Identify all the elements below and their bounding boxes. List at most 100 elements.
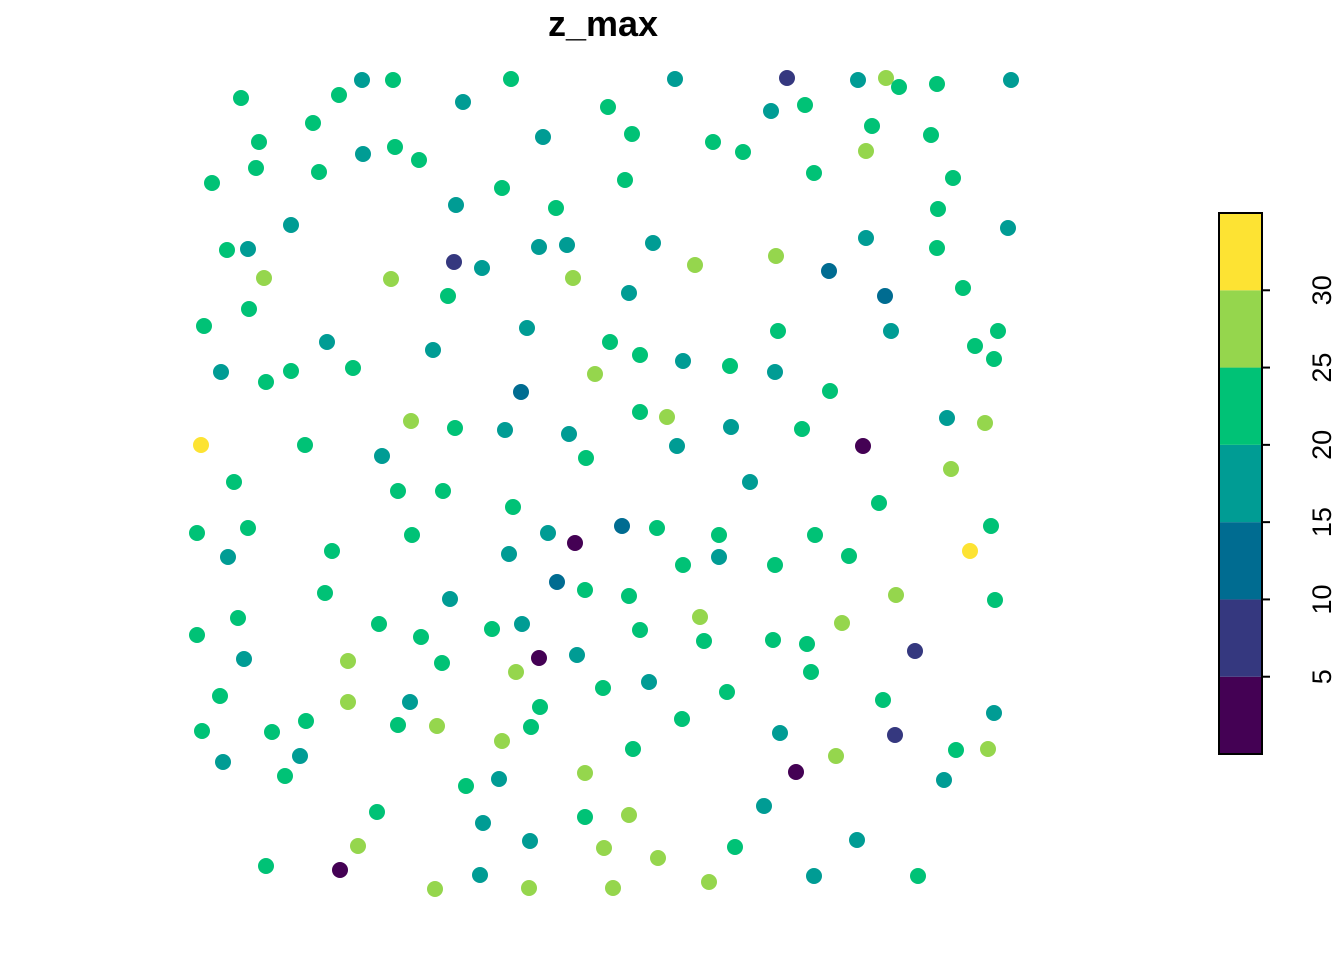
- data-point: [595, 680, 611, 696]
- data-point: [233, 90, 249, 106]
- data-point: [340, 653, 356, 669]
- data-point: [687, 257, 703, 273]
- data-point: [213, 364, 229, 380]
- data-point: [722, 358, 738, 374]
- data-point: [413, 629, 429, 645]
- data-point: [369, 804, 385, 820]
- legend-tick-label: 20: [1307, 430, 1337, 460]
- data-point: [204, 175, 220, 191]
- data-point: [858, 143, 874, 159]
- data-point: [387, 139, 403, 155]
- data-point: [298, 713, 314, 729]
- data-point: [1003, 72, 1019, 88]
- legend-color-segment: [1219, 522, 1262, 600]
- data-point: [577, 765, 593, 781]
- data-point: [878, 70, 894, 86]
- data-point: [519, 320, 535, 336]
- data-point: [561, 426, 577, 442]
- data-point: [806, 165, 822, 181]
- data-point: [723, 419, 739, 435]
- data-point: [765, 632, 781, 648]
- data-point: [858, 230, 874, 246]
- data-point: [711, 549, 727, 565]
- data-point: [374, 448, 390, 464]
- data-point: [219, 242, 235, 258]
- data-point: [535, 129, 551, 145]
- data-point: [283, 217, 299, 233]
- data-point: [455, 94, 471, 110]
- data-point: [277, 768, 293, 784]
- data-point: [577, 809, 593, 825]
- data-point: [371, 616, 387, 632]
- data-point: [578, 450, 594, 466]
- data-point: [675, 557, 691, 573]
- data-point: [983, 518, 999, 534]
- data-point: [549, 574, 565, 590]
- data-point: [332, 862, 348, 878]
- data-point: [742, 474, 758, 490]
- data-point: [645, 235, 661, 251]
- data-point: [850, 72, 866, 88]
- data-point: [768, 248, 784, 264]
- data-point: [767, 364, 783, 380]
- data-point: [821, 263, 837, 279]
- data-point: [756, 798, 772, 814]
- data-point: [567, 535, 583, 551]
- data-point: [532, 699, 548, 715]
- data-point: [692, 609, 708, 625]
- data-point: [614, 518, 630, 534]
- data-point: [930, 201, 946, 217]
- data-point: [236, 651, 252, 667]
- data-point: [297, 437, 313, 453]
- data-point: [458, 778, 474, 794]
- data-point: [719, 684, 735, 700]
- data-point: [226, 474, 242, 490]
- data-point: [220, 549, 236, 565]
- data-point: [345, 360, 361, 376]
- data-point: [569, 647, 585, 663]
- data-point: [440, 288, 456, 304]
- data-point: [513, 384, 529, 400]
- data-point: [311, 164, 327, 180]
- data-point: [240, 241, 256, 257]
- data-point: [667, 71, 683, 87]
- data-point: [448, 197, 464, 213]
- data-point: [212, 688, 228, 704]
- data-point: [849, 832, 865, 848]
- data-point: [565, 270, 581, 286]
- legend-color-segment: [1219, 599, 1262, 677]
- data-points: [189, 70, 1019, 897]
- data-point: [256, 270, 272, 286]
- data-point: [514, 616, 530, 632]
- data-point: [632, 622, 648, 638]
- legend-color-segment: [1219, 290, 1262, 368]
- data-point: [324, 543, 340, 559]
- data-point: [429, 718, 445, 734]
- data-point: [305, 115, 321, 131]
- data-point: [491, 771, 507, 787]
- data-point: [475, 815, 491, 831]
- data-point: [834, 615, 850, 631]
- data-point: [434, 655, 450, 671]
- data-point: [841, 548, 857, 564]
- data-point: [617, 172, 633, 188]
- data-point: [494, 733, 510, 749]
- data-point: [596, 840, 612, 856]
- data-point: [669, 438, 685, 454]
- data-point: [910, 868, 926, 884]
- legend-color-segment: [1219, 444, 1262, 523]
- data-point: [442, 591, 458, 607]
- legend-color-segment: [1219, 676, 1262, 754]
- data-point: [822, 383, 838, 399]
- data-point: [446, 254, 462, 270]
- data-point: [196, 318, 212, 334]
- data-point: [799, 636, 815, 652]
- data-point: [251, 134, 267, 150]
- data-point: [193, 437, 209, 453]
- data-point: [435, 483, 451, 499]
- data-point: [531, 239, 547, 255]
- data-point: [602, 334, 618, 350]
- data-point: [194, 723, 210, 739]
- data-point: [980, 741, 996, 757]
